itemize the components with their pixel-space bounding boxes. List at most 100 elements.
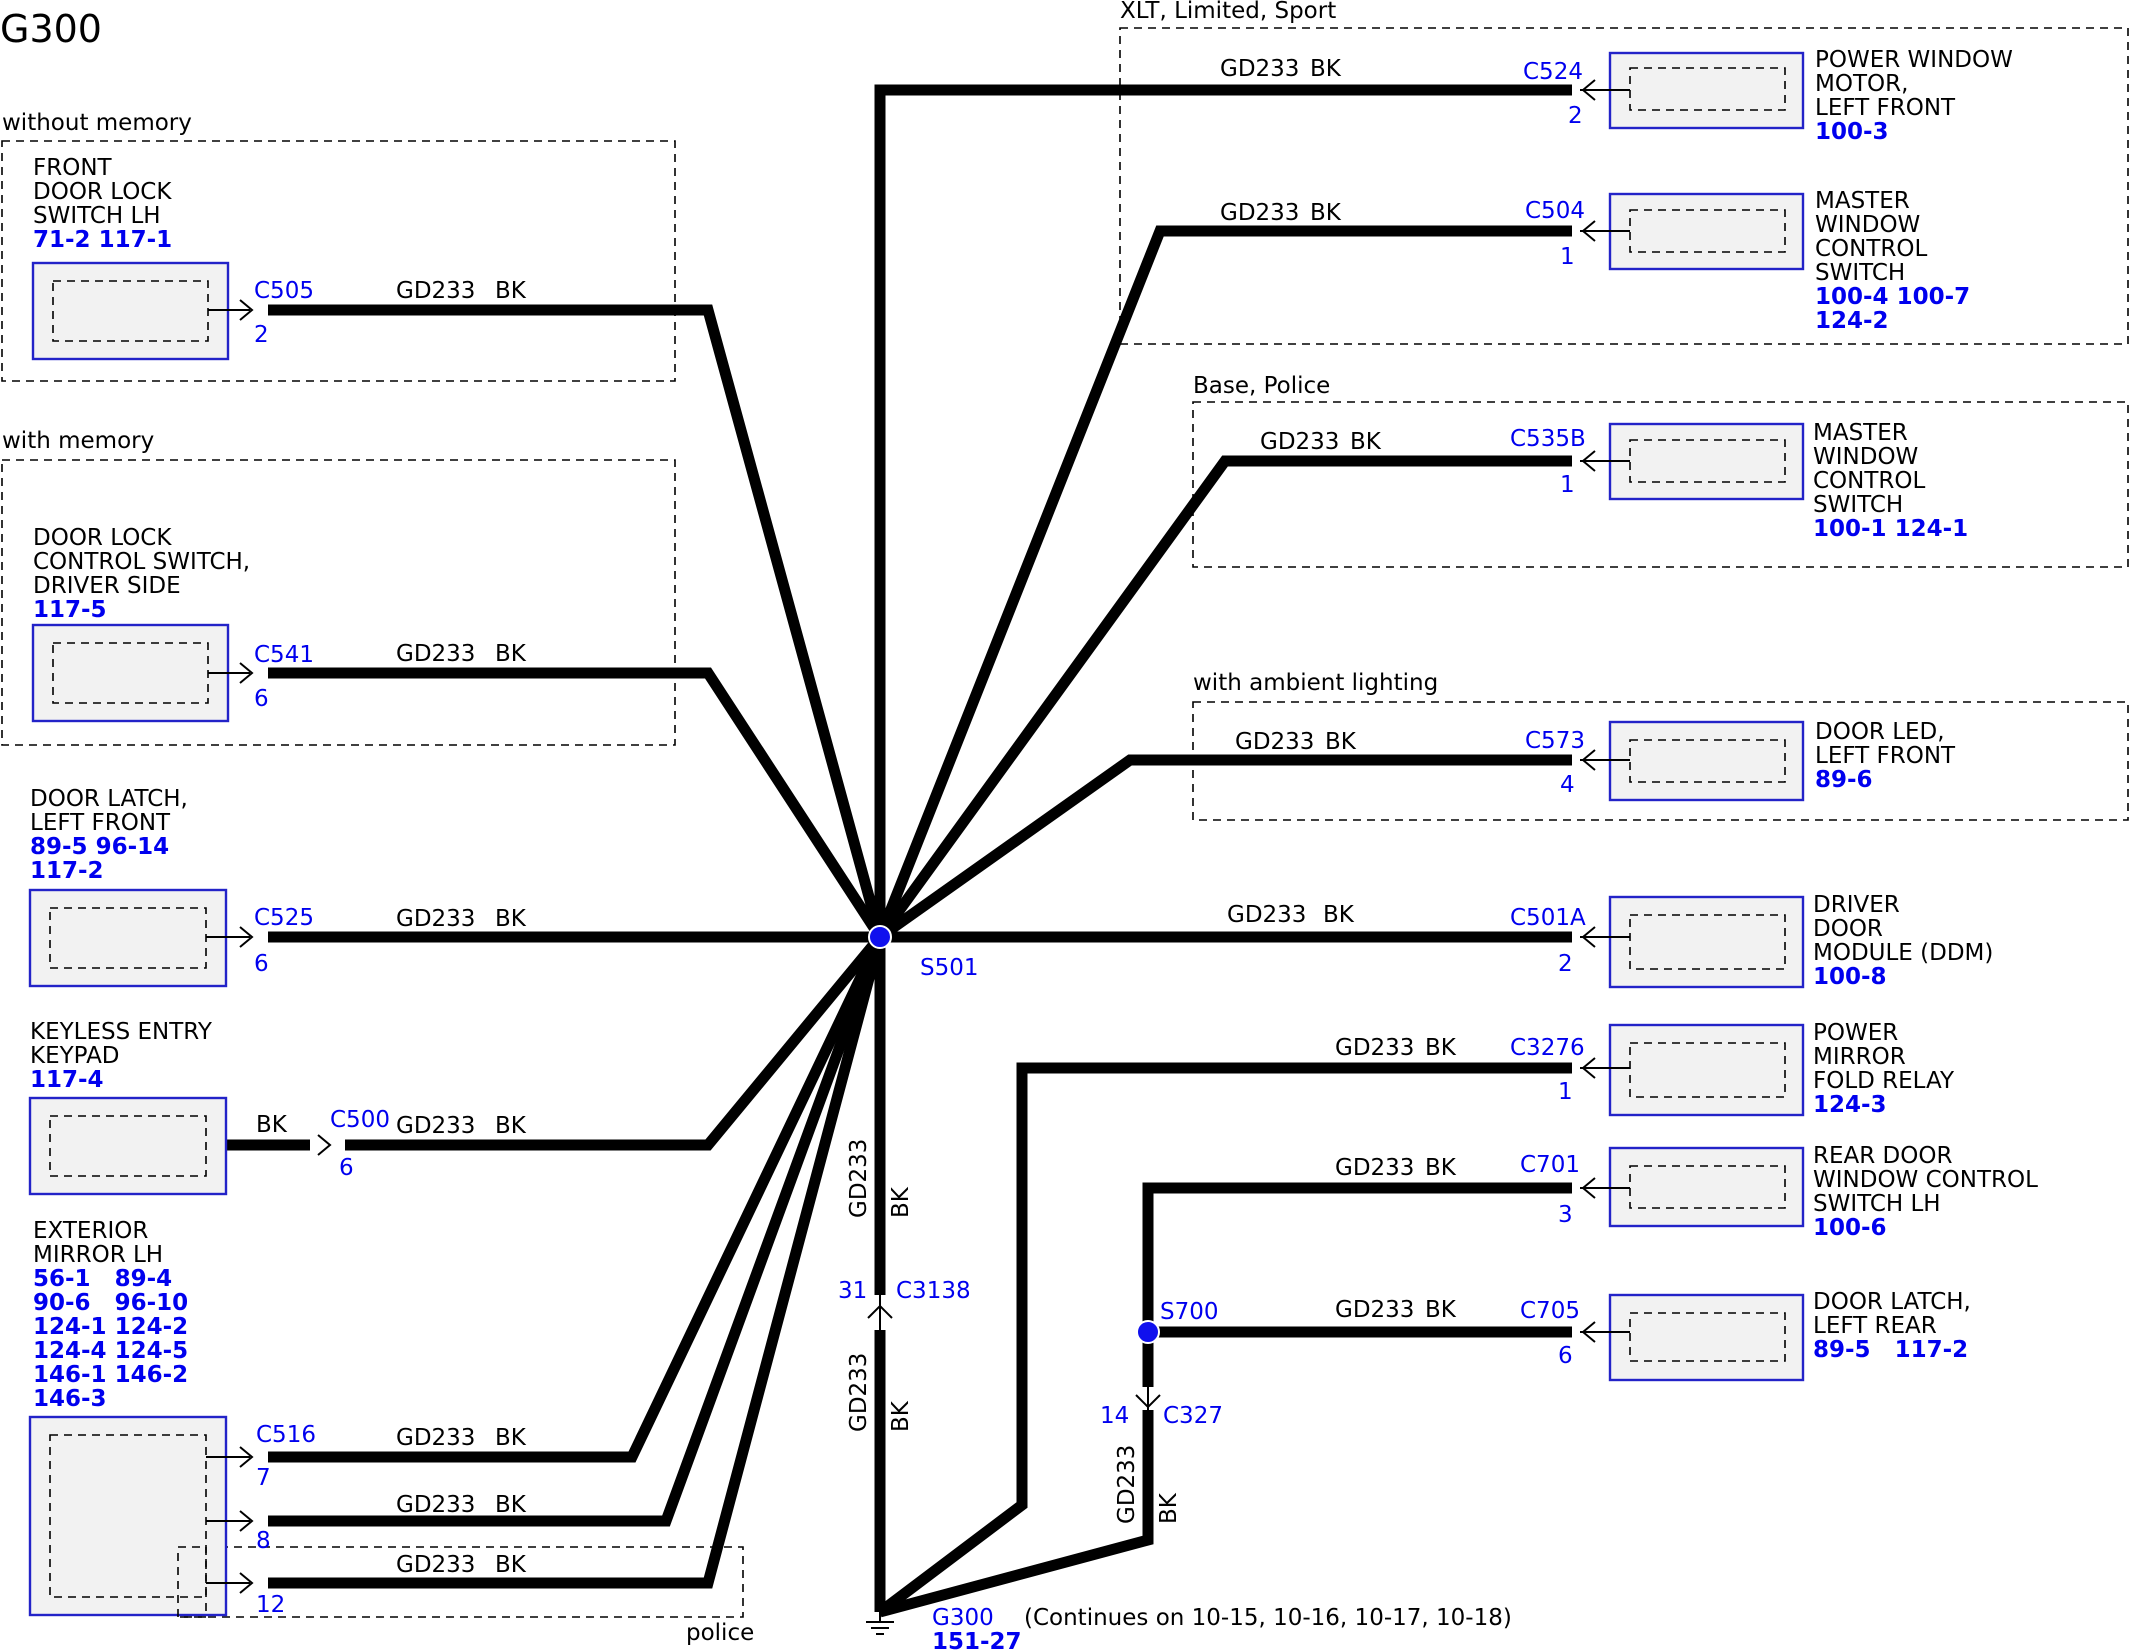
ground-g300[interactable]: G300 151-27 (Continues on 10-15, 10-16, … [866, 1605, 1512, 1650]
door-latch-lf-ref-2[interactable]: 117-2 [30, 858, 104, 884]
wire-c573 [876, 754, 1572, 942]
mws-base-line-2: WINDOW [1813, 444, 1918, 470]
door-latch-lr-line-2: LEFT REAR [1813, 1313, 1937, 1339]
door-latch-lf-line-1: DOOR LATCH, [30, 786, 188, 812]
keypad-line-1: KEYLESS ENTRY [30, 1019, 213, 1045]
door-lock-control-ref[interactable]: 117-5 [33, 597, 107, 623]
inline-connector-c327[interactable]: C327 14 [1100, 1387, 1223, 1429]
mirror-fold-line-3: FOLD RELAY [1813, 1068, 1955, 1094]
component-door-latch-left-rear[interactable]: DOOR LATCH, LEFT REAR 89-5 117-2 C705 6 [1520, 1289, 1971, 1382]
component-power-window-motor[interactable]: POWER WINDOW MOTOR, LEFT FRONT 100-3 C52… [1523, 47, 2013, 145]
c327-label: C327 [1163, 1403, 1223, 1429]
mirror-fold-ref[interactable]: 124-3 [1813, 1092, 1887, 1118]
wire-label-c535b: GD233 [1260, 429, 1339, 455]
mws-xlt-ref-1[interactable]: 100-4 100-7 [1815, 284, 1970, 310]
c3138-label: C3138 [896, 1278, 971, 1304]
wire-c516-7 [268, 934, 885, 1463]
wire-c500 [345, 933, 885, 1151]
component-driver-door-module[interactable]: DRIVER DOOR MODULE (DDM) 100-8 C501A 2 [1510, 892, 1993, 990]
connector-c505: C505 [254, 278, 314, 304]
pin-c500: 6 [339, 1155, 354, 1181]
mirror-ref-5[interactable]: 146-1 146-2 [33, 1362, 188, 1388]
inline-connector-c3138[interactable]: C3138 31 [838, 1278, 971, 1330]
pin-c504: 1 [1560, 244, 1575, 270]
wire-color-c524: BK [1310, 56, 1342, 82]
rear-window-line-2: WINDOW CONTROL [1813, 1167, 2038, 1193]
mirror-ref-4[interactable]: 124-4 124-5 [33, 1338, 188, 1364]
wire-label-c516-12: GD233 [396, 1552, 475, 1578]
mws-xlt-ref-2[interactable]: 124-2 [1815, 308, 1889, 334]
component-front-door-lock-switch[interactable]: FRONT DOOR LOCK SWITCH LH 71-2 117-1 C50… [31, 155, 314, 361]
front-door-lock-ref[interactable]: 71-2 117-1 [33, 227, 172, 253]
rear-window-line-3: SWITCH LH [1813, 1191, 1941, 1217]
component-door-lock-control-switch[interactable]: DOOR LOCK CONTROL SWITCH, DRIVER SIDE 11… [31, 525, 314, 723]
option-box-with-memory: with memory [1, 428, 676, 746]
door-latch-lr-ref[interactable]: 89-5 117-2 [1813, 1337, 1968, 1363]
component-exterior-mirror-lh[interactable]: EXTERIOR MIRROR LH 56-1 89-4 90-6 96-10 … [28, 1218, 316, 1618]
wire-color-c501a: BK [1323, 902, 1355, 928]
mirror-fold-line-2: MIRROR [1813, 1044, 1906, 1070]
mws-base-line-1: MASTER [1813, 420, 1908, 446]
component-master-window-switch-xlt[interactable]: MASTER WINDOW CONTROL SWITCH 100-4 100-7… [1525, 188, 1970, 334]
door-led-line-2: LEFT FRONT [1815, 743, 1956, 769]
door-latch-lf-ref-1[interactable]: 89-5 96-14 [30, 834, 169, 860]
door-latch-lr-line-1: DOOR LATCH, [1813, 1289, 1971, 1315]
keypad-ref[interactable]: 117-4 [30, 1067, 104, 1093]
ddm-ref[interactable]: 100-8 [1813, 964, 1887, 990]
ground-ref[interactable]: 151-27 [932, 1629, 1022, 1650]
wire-label-c516-8: GD233 [396, 1492, 475, 1518]
mirror-line-2: MIRROR LH [33, 1242, 163, 1268]
pin-c501a: 2 [1558, 951, 1573, 977]
front-door-lock-line-2: DOOR LOCK [33, 179, 172, 205]
component-master-window-switch-base[interactable]: MASTER WINDOW CONTROL SWITCH 100-1 124-1… [1510, 420, 1968, 542]
wire-color-c3276: BK [1425, 1035, 1457, 1061]
component-door-latch-left-front[interactable]: DOOR LATCH, LEFT FRONT 89-5 96-14 117-2 … [28, 786, 314, 988]
mirror-ref-6[interactable]: 146-3 [33, 1386, 107, 1412]
component-keyless-entry-keypad[interactable]: KEYLESS ENTRY KEYPAD 117-4 BK C500 6 [28, 1019, 390, 1196]
splice-s501-label: S501 [920, 955, 979, 981]
door-lock-control-line-2: CONTROL SWITCH, [33, 549, 250, 575]
connector-c504: C504 [1525, 198, 1585, 224]
pwm-line-1: POWER WINDOW [1815, 47, 2013, 73]
option-label-with-memory: with memory [2, 428, 154, 454]
mws-base-ref[interactable]: 100-1 124-1 [1813, 516, 1968, 542]
connector-c535b: C535B [1510, 426, 1586, 452]
wire-label-c3276: GD233 [1335, 1035, 1414, 1061]
pwm-line-3: LEFT FRONT [1815, 95, 1956, 121]
wire-labels: GD233 BK GD233 BK GD233 BK GD233 BK GD23… [396, 56, 1457, 1578]
wire-label-c505: GD233 [396, 278, 475, 304]
mirror-ref-3[interactable]: 124-1 124-2 [33, 1314, 188, 1340]
door-led-ref[interactable]: 89-6 [1815, 767, 1873, 793]
wire-c701 [1142, 1182, 1572, 1332]
pin-c505: 2 [254, 322, 269, 348]
mirror-ref-2[interactable]: 90-6 96-10 [33, 1290, 188, 1316]
door-latch-lf-line-2: LEFT FRONT [30, 810, 171, 836]
pin-c525: 6 [254, 951, 269, 977]
connector-c573: C573 [1525, 728, 1585, 754]
component-door-led-left-front[interactable]: DOOR LED, LEFT FRONT 89-6 C573 4 [1525, 719, 1956, 802]
connector-c525: C525 [254, 905, 314, 931]
splice-s700[interactable]: S700 [1136, 1299, 1219, 1344]
splice-s501[interactable]: S501 [868, 925, 979, 981]
component-rear-door-window-switch[interactable]: REAR DOOR WINDOW CONTROL SWITCH LH 100-6… [1520, 1143, 2038, 1241]
wire-color-c535b: BK [1350, 429, 1382, 455]
mws-xlt-line-1: MASTER [1815, 188, 1910, 214]
wire-label-vertical-3: GD233 [1114, 1445, 1140, 1524]
wire-color-c500: BK [495, 1113, 527, 1139]
pin-c3276: 1 [1558, 1079, 1573, 1105]
wire-label-c500: GD233 [396, 1113, 475, 1139]
wire-color-vertical-1: BK [888, 1186, 914, 1218]
pwm-ref[interactable]: 100-3 [1815, 119, 1889, 145]
pin-c516-12: 12 [256, 1592, 285, 1618]
connector-c541: C541 [254, 642, 314, 668]
mws-xlt-line-3: CONTROL [1815, 236, 1928, 262]
keypad-line-2: KEYPAD [30, 1043, 120, 1069]
option-box-without-memory: without memory [1, 110, 676, 382]
component-power-mirror-fold-relay[interactable]: POWER MIRROR FOLD RELAY 124-3 C3276 1 [1510, 1020, 1955, 1118]
pin-c705: 6 [1558, 1343, 1573, 1369]
connector-c501a: C501A [1510, 905, 1586, 931]
c3138-pin: 31 [838, 1278, 867, 1304]
rear-window-ref[interactable]: 100-6 [1813, 1215, 1887, 1241]
mirror-ref-1[interactable]: 56-1 89-4 [33, 1266, 172, 1292]
wire-c541 [268, 667, 885, 941]
